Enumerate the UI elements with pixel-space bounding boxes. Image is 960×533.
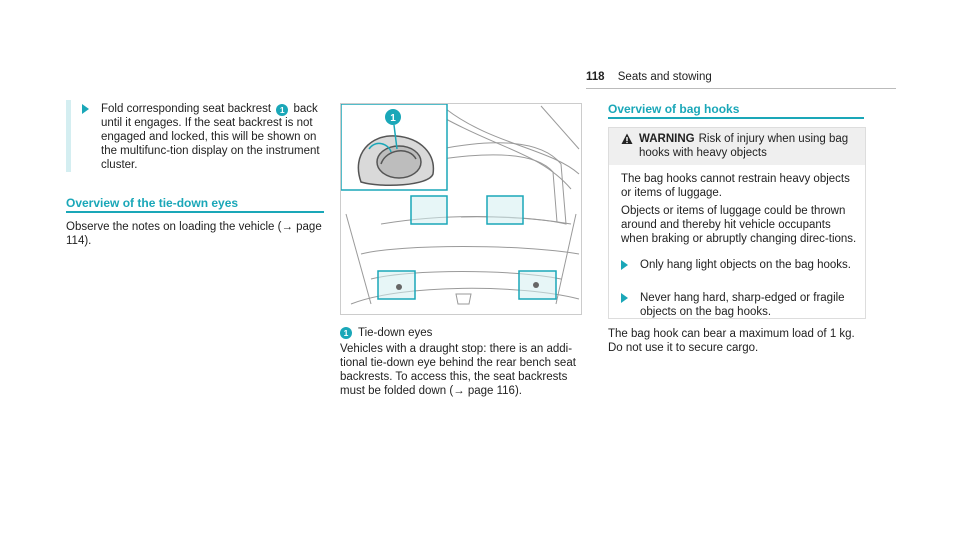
fold-step: Fold corresponding seat backrest 1 back …: [82, 102, 322, 172]
callout-badge: 1: [276, 104, 289, 116]
warning-body-1: The bag hooks cannot restrain heavy obje…: [621, 173, 850, 199]
legend-text: Tie-down eyes: [358, 327, 433, 339]
section-rule: [608, 117, 864, 119]
trunk-illustration: 1: [341, 104, 580, 305]
figure-legend: 1 Tie-down eyes: [340, 326, 432, 340]
warning-body-2: Objects or items of luggage could be thr…: [621, 205, 857, 245]
step-arrow-icon: [82, 104, 89, 114]
loading-notes-para: Observe the notes on loading the vehicle…: [66, 221, 322, 247]
tie-down-marker-right: [518, 270, 557, 300]
header-rule: [586, 88, 896, 89]
step-arrow-icon: [621, 293, 628, 303]
header-section: Seats and stowing: [617, 71, 712, 83]
page-number: 118: [586, 71, 605, 83]
page-header: 118 Seats and stowing: [586, 70, 712, 84]
bag-hook-marker-right: [486, 195, 524, 225]
section-title-bag-hooks: Overview of bag hooks: [608, 102, 740, 116]
draught-stop-para: Vehicles with a draught stop: there is a…: [340, 343, 576, 397]
step-highlight-bar: [66, 100, 71, 172]
section-rule: [66, 211, 324, 213]
warning-triangle-icon: [621, 133, 633, 144]
legend-badge: 1: [340, 327, 352, 339]
warning-step-1: Only hang light objects on the bag hooks…: [621, 258, 857, 272]
section-title-tie-down: Overview of the tie-down eyes: [66, 196, 239, 210]
warning-step-2: Never hang hard, sharp-edged or fragile …: [621, 291, 857, 319]
tie-down-marker-left: [377, 270, 416, 300]
bag-hook-load-para: The bag hook can bear a maximum load of …: [608, 328, 855, 354]
warning-label: WARNING: [639, 133, 695, 145]
bag-hook-marker-left: [410, 195, 448, 225]
fold-step-text: Fold corresponding seat backrest 1 back …: [101, 103, 320, 171]
inset-callout-badge: 1: [390, 113, 396, 124]
trunk-figure: 1: [340, 103, 582, 315]
step-arrow-icon: [621, 260, 628, 270]
